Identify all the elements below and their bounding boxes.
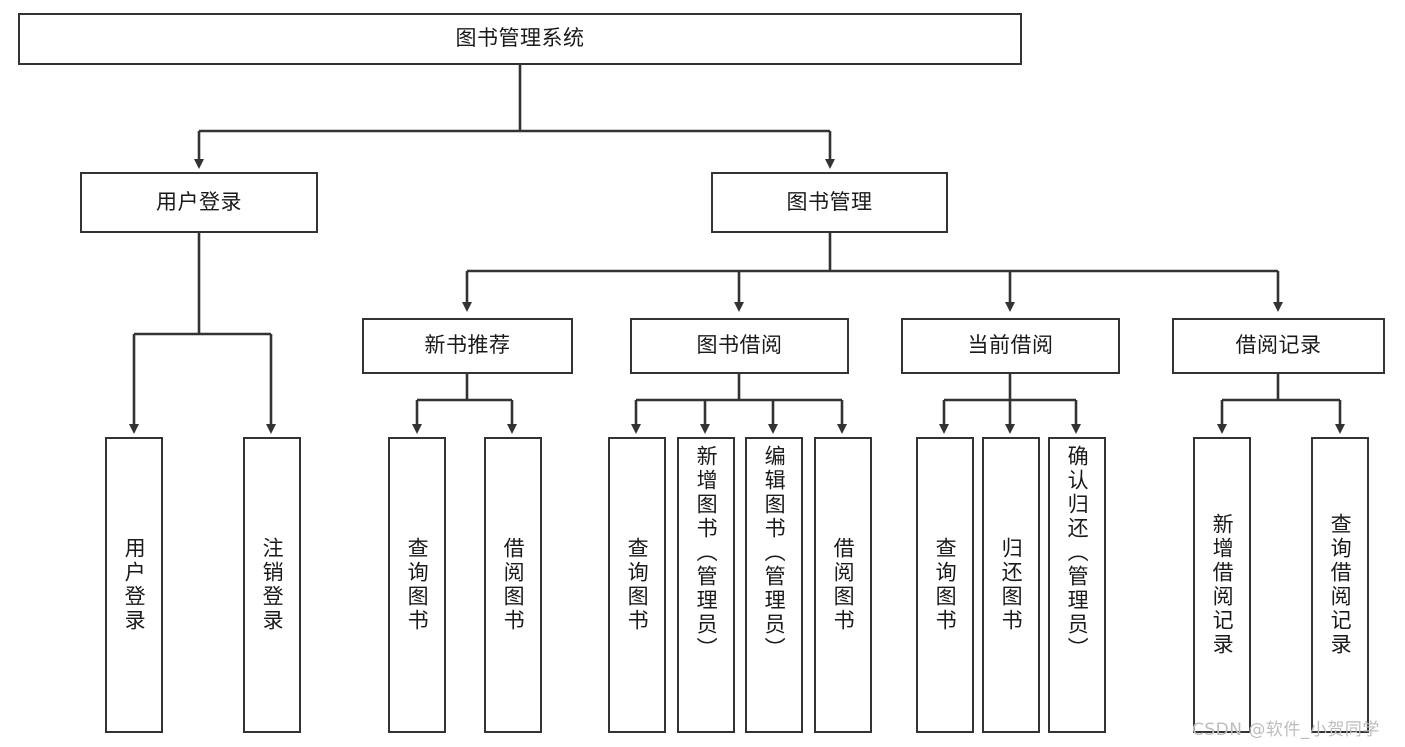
node-leaf-user-login-label: 用户登录	[122, 537, 147, 633]
node-root-label: 图书管理系统	[455, 26, 585, 51]
node-leaf-return-book[interactable]: 归还图书	[982, 437, 1040, 733]
node-borrow-record[interactable]: 借阅记录	[1172, 318, 1385, 374]
node-leaf-borrow-book-1-label: 借阅图书	[501, 537, 526, 633]
node-leaf-query-book-1[interactable]: 查询图书	[388, 437, 446, 733]
node-leaf-query-book-3[interactable]: 查询图书	[916, 437, 974, 733]
node-leaf-query-record-label: 查询借阅记录	[1328, 513, 1353, 657]
node-leaf-logout[interactable]: 注销登录	[243, 437, 301, 733]
node-book-manage-label: 图书管理	[786, 189, 873, 214]
node-leaf-add-book-label: 新增图书（管理员）	[694, 445, 719, 661]
node-user-login-label: 用户登录	[156, 189, 242, 214]
node-new-book-rec-label: 新书推荐	[424, 333, 511, 358]
node-user-login[interactable]: 用户登录	[80, 172, 318, 233]
csdn-watermark: CSDN @软件_小贺同学	[1192, 720, 1380, 740]
node-leaf-query-book-1-label: 查询图书	[405, 537, 430, 633]
node-new-book-rec[interactable]: 新书推荐	[362, 318, 573, 374]
node-book-manage[interactable]: 图书管理	[711, 172, 948, 233]
node-leaf-logout-label: 注销登录	[260, 537, 285, 633]
node-leaf-query-book-3-label: 查询图书	[933, 537, 958, 633]
node-leaf-confirm-return-label: 确认归还（管理员）	[1065, 445, 1090, 661]
node-leaf-user-login[interactable]: 用户登录	[105, 437, 163, 733]
node-current-borrow-label: 当前借阅	[967, 333, 1054, 358]
node-leaf-return-book-label: 归还图书	[999, 537, 1024, 633]
node-leaf-query-book-2[interactable]: 查询图书	[608, 437, 666, 733]
node-leaf-edit-book[interactable]: 编辑图书（管理员）	[745, 437, 803, 733]
node-leaf-query-record[interactable]: 查询借阅记录	[1311, 437, 1369, 733]
node-leaf-borrow-book-2[interactable]: 借阅图书	[814, 437, 872, 733]
node-root[interactable]: 图书管理系统	[18, 13, 1022, 65]
node-leaf-borrow-book-1[interactable]: 借阅图书	[484, 437, 542, 733]
node-borrow-record-label: 借阅记录	[1235, 333, 1322, 358]
node-leaf-add-book[interactable]: 新增图书（管理员）	[677, 437, 735, 733]
node-leaf-edit-book-label: 编辑图书（管理员）	[762, 445, 787, 661]
node-leaf-confirm-return[interactable]: 确认归还（管理员）	[1048, 437, 1106, 733]
node-book-borrow-label: 图书借阅	[696, 333, 783, 358]
node-current-borrow[interactable]: 当前借阅	[901, 318, 1120, 374]
node-leaf-borrow-book-2-label: 借阅图书	[831, 537, 856, 633]
node-leaf-add-record-label: 新增借阅记录	[1210, 513, 1235, 657]
node-book-borrow[interactable]: 图书借阅	[630, 318, 849, 374]
node-leaf-add-record[interactable]: 新增借阅记录	[1193, 437, 1251, 733]
node-leaf-query-book-2-label: 查询图书	[625, 537, 650, 633]
